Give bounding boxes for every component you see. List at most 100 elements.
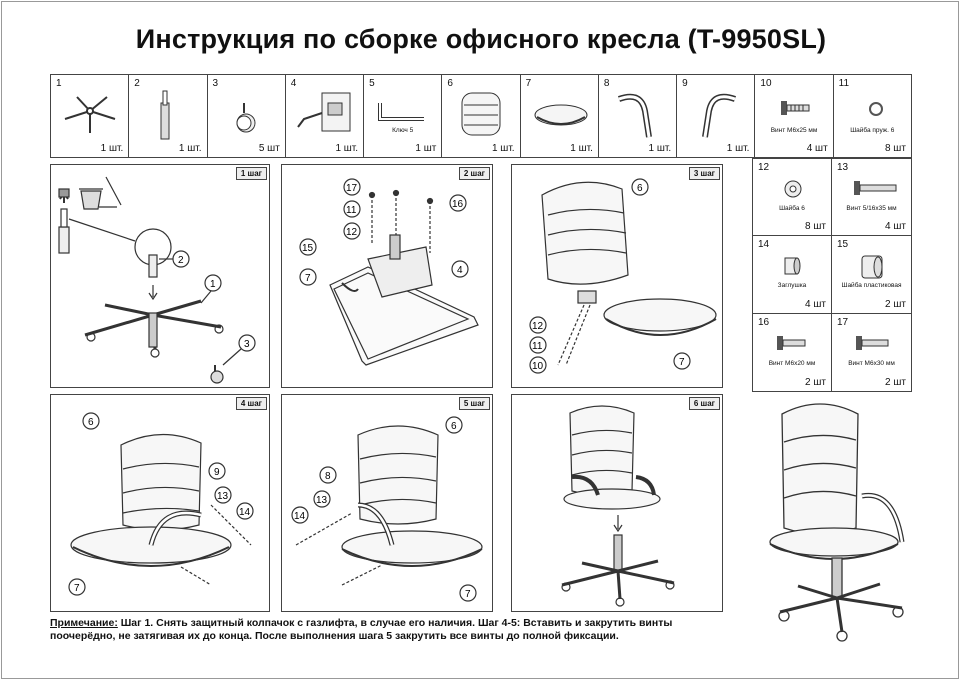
- callout: 7: [465, 589, 471, 600]
- part-14: 14 Заглушка 4 шт: [753, 236, 832, 314]
- part-4: 4 1 шт.: [286, 75, 365, 157]
- callout: 11: [532, 341, 543, 352]
- extra-parts-list: 12 Шайба 6 8 шт 13 Винт 5/16х35 мм 4 шт …: [752, 158, 912, 392]
- part-number: 9: [682, 78, 688, 89]
- callout: 17: [346, 183, 358, 194]
- part-16: 16 Винт М6х20 мм 2 шт: [753, 313, 832, 391]
- part-17: 17 Винт М6х30 мм 2 шт: [832, 314, 911, 391]
- part-qty: 8 шт: [805, 221, 826, 233]
- part-qty: 4 шт: [806, 143, 828, 154]
- part-qty: 2 шт: [885, 377, 906, 388]
- part-label: Шайба 6: [779, 205, 805, 212]
- part-qty: 2 шт: [805, 377, 826, 388]
- backrest-icon: [461, 92, 501, 136]
- part-label: Заглушка: [777, 282, 807, 290]
- step-2-illustration: 17 11 12 16 15 7 4: [299, 178, 479, 366]
- part-qty: 1 шт.: [570, 143, 593, 154]
- step-tag: 6 шаг: [688, 397, 720, 410]
- part-number: 13: [837, 162, 849, 173]
- part-label: Винт М6х30 мм: [848, 359, 895, 367]
- part-11: 11 Шайба пруж. 6 8 шт: [834, 75, 911, 157]
- part-5: 5 Ключ 5 1 шт: [364, 75, 443, 157]
- part-number: 3: [212, 78, 219, 89]
- step-5-panel: 5 шаг 6 8 13 14 7: [281, 394, 493, 612]
- callout: 2: [178, 255, 184, 266]
- part-8: 8 1 шт.: [599, 75, 678, 157]
- cap-icon: [784, 257, 801, 275]
- part-12: 12 Шайба 6 8 шт: [753, 159, 832, 237]
- armrest-left-icon: [617, 93, 652, 138]
- part-qty: 1 шт.: [491, 143, 515, 154]
- part-label: Винт М6х25 мм: [770, 127, 818, 134]
- part-qty: 1 шт.: [648, 143, 672, 154]
- screw-icon: [781, 101, 810, 115]
- part-label: Шайба пластиковая: [841, 282, 902, 290]
- part-number: 1: [56, 78, 62, 89]
- caster-icon: [236, 103, 256, 133]
- callout: 9: [214, 467, 220, 478]
- callout: 12: [532, 321, 544, 332]
- step-tag: 4 шаг: [235, 397, 267, 410]
- part-label: Шайба пруж. 6: [850, 127, 895, 134]
- part-number: 2: [134, 78, 140, 89]
- callout: 10: [532, 361, 544, 372]
- callout: 14: [239, 507, 251, 518]
- assembly-note: Примечание: Шаг 1. Снять защитный колпач…: [50, 617, 750, 643]
- star-base-icon: [64, 96, 116, 133]
- step-5-illustration: 6 8 13 14 7: [291, 416, 483, 602]
- part-qty: 1 шт: [415, 143, 437, 154]
- callout: 13: [217, 491, 229, 502]
- step-tag: 5 шаг: [458, 397, 490, 410]
- callout: 13: [316, 495, 328, 506]
- step-2-panel: 2 шаг 17 11 12 16 15 7 4: [281, 164, 493, 388]
- part-15: 15 Шайба пластиковая 2 шт: [832, 236, 911, 314]
- step-tag: 1 шаг: [235, 167, 267, 180]
- part-9: 9 1 шт.: [677, 75, 756, 157]
- part-1: 1 1 шт.: [51, 75, 130, 157]
- step-6-illustration: [561, 405, 675, 607]
- callout: 7: [74, 583, 80, 594]
- callout: 1: [210, 279, 216, 290]
- callout: 6: [637, 183, 643, 194]
- step-tag: 2 шаг: [458, 167, 490, 180]
- part-number: 12: [758, 162, 770, 173]
- part-qty: 1 шт.: [335, 143, 359, 154]
- step-1-panel: 1 шаг 2 1 3: [50, 164, 270, 388]
- callout: 7: [679, 357, 685, 368]
- plastic-washer-icon: [861, 255, 883, 279]
- washer-icon: [784, 180, 802, 198]
- long-screw-icon: [854, 181, 897, 195]
- gas-lift-icon: [160, 90, 170, 140]
- note-heading: Примечание:: [50, 617, 118, 629]
- armrest-right-icon: [702, 93, 737, 138]
- part-number: 6: [447, 78, 453, 89]
- part-3: 3 5 шт: [208, 75, 286, 157]
- callout: 12: [346, 227, 358, 238]
- part-qty: 1 шт.: [726, 143, 750, 154]
- step-3-panel: 3 шаг 6 12 11 10 7: [511, 164, 723, 388]
- part-number: 11: [838, 78, 850, 89]
- step-4-illustration: 6 9 13 14 7: [68, 412, 254, 596]
- hex-key-icon: [378, 103, 425, 121]
- part-qty: 4 шт: [805, 298, 826, 310]
- callout: 6: [88, 417, 94, 428]
- part-label: Винт М6х20 мм: [768, 359, 816, 367]
- part-number: 16: [758, 316, 770, 328]
- part-number: 5: [369, 78, 375, 89]
- step-3-illustration: 6 12 11 10 7: [529, 178, 717, 374]
- part-number: 7: [525, 78, 532, 89]
- step-tag: 3 шаг: [688, 167, 720, 180]
- part-number: 8: [603, 78, 610, 89]
- step-1-illustration: 2 1 3: [58, 176, 256, 384]
- part-number: 15: [837, 239, 849, 251]
- callout: 11: [346, 205, 357, 216]
- spring-washer-icon: [868, 102, 883, 116]
- callout: 7: [305, 273, 311, 284]
- mechanism-icon: [296, 92, 351, 132]
- part-7: 7 1 шт.: [521, 75, 599, 157]
- part-10: 10 Винт М6х25 мм 4 шт: [755, 75, 834, 157]
- part-2: 2 1 шт.: [129, 75, 208, 157]
- screw-m6x20-icon: [777, 335, 806, 350]
- page-title: Инструкция по сборке офисного кресла (T-…: [135, 24, 827, 54]
- step-4-panel: 4 шаг 6 9 13 14 7: [50, 394, 270, 612]
